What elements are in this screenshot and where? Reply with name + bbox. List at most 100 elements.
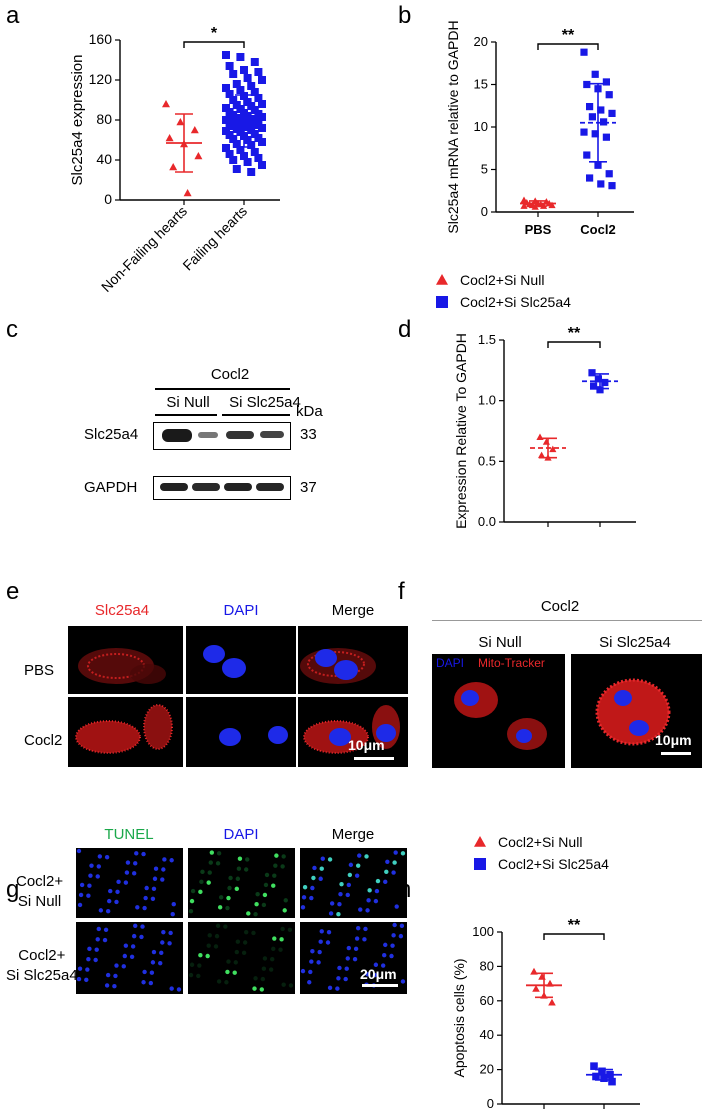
micro-nucleus [346,945,352,951]
micro-nucleus [140,924,145,929]
chart-a-y-tick-label: 120 [89,71,113,87]
micro-nucleus [243,929,249,935]
chart-d-sig-bracket [547,341,601,348]
e-cocl2-dapi-image [186,697,296,767]
chart-d-point [549,445,557,453]
micro-nucleus [347,872,353,878]
micro-nucleus [215,923,221,928]
chart-a-y-tick-label: 160 [89,31,113,47]
chart-a-point [190,126,199,134]
micro-nucleus [237,856,243,861]
chart-b-point [594,161,602,169]
e-pbs-slc25a4-image [68,626,183,694]
chart-a-point [258,100,266,108]
chart-b-point [608,182,616,190]
chart-a-point [229,70,238,78]
micro-nucleus [197,963,202,968]
e-cocl2-merge-image: 10μm [298,697,408,767]
micro-nucleus [144,885,149,891]
chart-a-point [236,86,245,94]
micro-nucleus [281,982,286,987]
blot-lane-si-null: Si Null [166,394,210,411]
micro-nucleus [88,873,93,878]
micro-nucleus [96,864,101,869]
micro-nucleus [280,864,285,869]
chart-a-point [225,62,234,70]
chart-a-point [243,158,252,166]
micro-nucleus [302,885,308,890]
micro-nucleus [124,870,130,875]
chart-d-point [538,451,546,459]
micro-nucleus [213,944,219,949]
chart-b-point [580,48,588,56]
g-si-null-merge-image [300,848,407,918]
micro-nucleus [325,940,331,945]
micro-nucleus [311,875,316,881]
micro-nucleus [310,949,315,954]
micro-nucleus [236,866,242,871]
micro-nucleus [227,885,232,891]
e-col-merge: Merge [331,602,375,619]
e-cocl2-slc25a4-image [68,697,183,767]
micro-nucleus [273,863,278,868]
chart-a-point [229,156,238,164]
micro-nucleus [216,851,222,856]
micro-nucleus [97,854,103,859]
chart-d-legend-label: Cocl2+Si Slc25a4 [460,294,571,310]
micro-nucleus [89,863,94,868]
micro-nucleus [189,962,195,967]
g-si-slc25a4-merge-image: 20μm [300,922,407,994]
chart-d-point [588,369,596,377]
chart-b-point [580,128,588,136]
micro-nucleus [339,881,344,887]
chart-h-y-label: Apoptosis cells (%) [451,958,467,1077]
micro-nucleus [151,886,157,891]
micro-nucleus [262,892,268,898]
chart-b-point [586,174,594,182]
chart-h-legend-marker [474,858,486,870]
micro-nucleus [76,976,82,982]
chart-a-point [258,113,266,121]
chart-a-point [225,150,234,158]
micro-nucleus [319,929,324,934]
micro-nucleus [366,898,371,903]
micro-nucleus [310,885,315,891]
blot-treatment-label: Cocl2 [210,366,250,383]
g-si-null-dapi-image [188,848,295,918]
micro-nucleus [308,969,313,975]
chart-d-point [601,378,609,387]
micro-nucleus [134,851,139,856]
micro-nucleus [123,943,129,948]
micro-nucleus [153,866,159,871]
chart-a-point [222,84,230,92]
micro-nucleus [365,908,370,913]
micro-nucleus [367,888,372,893]
micro-nucleus [309,895,314,901]
micro-nucleus [253,912,258,917]
micro-nucleus [77,902,83,908]
chart-a-point [183,189,192,197]
micro-nucleus [235,939,241,944]
micro-nucleus [205,953,210,959]
micro-nucleus [77,966,83,971]
micro-nucleus [282,908,287,913]
micro-nucleus [199,879,204,885]
chart-d-y-tick-label: 1.0 [478,393,496,408]
chart-b-y-tick-label: 10 [474,119,488,134]
micro-nucleus [106,898,112,904]
micro-nucleus [133,861,138,866]
chart-d-y-tick-label: 1.5 [478,332,496,347]
micro-nucleus [218,895,224,900]
chart-b-point [602,78,610,86]
micro-nucleus [123,880,129,885]
micro-nucleus [251,930,256,936]
micro-nucleus [167,941,172,946]
micro-nucleus [86,956,91,962]
f-col-si-slc25a4: Si Slc25a4 [599,634,671,651]
micro-nucleus [116,879,121,885]
chart-a-point [247,82,256,90]
micro-nucleus [400,851,406,856]
micro-nucleus [226,895,231,901]
micro-nucleus [309,959,314,964]
